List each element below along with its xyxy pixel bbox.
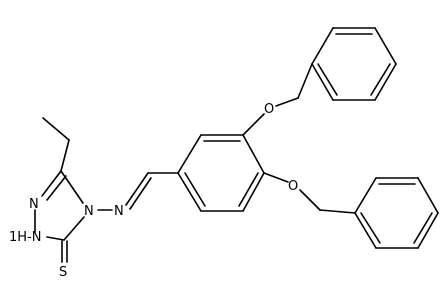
bond-ph2-4 (417, 212, 439, 249)
upper-benzyloxy-group (242, 63, 313, 136)
bond-c3-n2 (41, 170, 62, 197)
bond-ch2-ch3 (42, 117, 70, 141)
bond-olower-ch2 (299, 189, 321, 211)
atom-label-o-lower: O (288, 179, 298, 194)
bond-ph1-6-inner (317, 63, 338, 96)
atom-label-n2: N (29, 197, 39, 212)
bond-ph1-3 (374, 27, 397, 65)
bond-ph2-4-inner (413, 212, 433, 244)
bond-ph2-6 (354, 212, 377, 249)
bond-ph1-1 (311, 27, 334, 65)
bond-c3-n2-double (46, 175, 67, 201)
bond-c3-n4 (60, 170, 84, 204)
atom-label-s: S (59, 265, 67, 280)
bond-ph1-4-inner (370, 63, 391, 96)
bond-ar4 (242, 172, 265, 212)
bond-n1-c5 (46, 236, 65, 241)
bond-ph1-6 (311, 63, 334, 101)
bond-ch2-phenyl-upper (297, 63, 313, 99)
triazole-ring (34, 170, 85, 241)
bond-ar-olower (263, 172, 289, 183)
upper-phenyl-ring (311, 27, 397, 101)
imine-linker (97, 172, 179, 211)
atom-label-n-imine: N (114, 204, 124, 219)
bond-ar1 (177, 134, 202, 174)
bond-ph2-1 (354, 177, 377, 214)
atom-label-nh: 1H-N (9, 230, 41, 245)
bond-ch2-phenyl-lower (319, 209, 356, 214)
lower-benzyloxy-group (263, 172, 356, 214)
bond-ar3 (242, 134, 265, 174)
central-benzene-ring (177, 134, 265, 212)
bond-c5-n4 (63, 216, 85, 241)
bond-ph2-6-inner (360, 212, 381, 244)
ethyl-group (42, 117, 70, 172)
bond-ring-ch2 (60, 139, 70, 172)
bond-ar4-inner (238, 172, 259, 207)
thione-group (61, 240, 68, 263)
atom-label-o-upper: O (264, 102, 274, 117)
bond-nimine-ch (125, 172, 149, 206)
bond-oupper-ch2 (275, 97, 299, 107)
bond-nimine-ch-double (129, 177, 152, 210)
bond-ph2-3 (417, 177, 439, 214)
bond-ar6-inner (184, 172, 206, 207)
atom-label-n4: N (84, 204, 94, 219)
bond-ar-oupper (242, 113, 265, 136)
lower-phenyl-ring (354, 177, 439, 249)
bond-ar6 (177, 172, 202, 212)
bond-ph1-4 (374, 63, 397, 101)
